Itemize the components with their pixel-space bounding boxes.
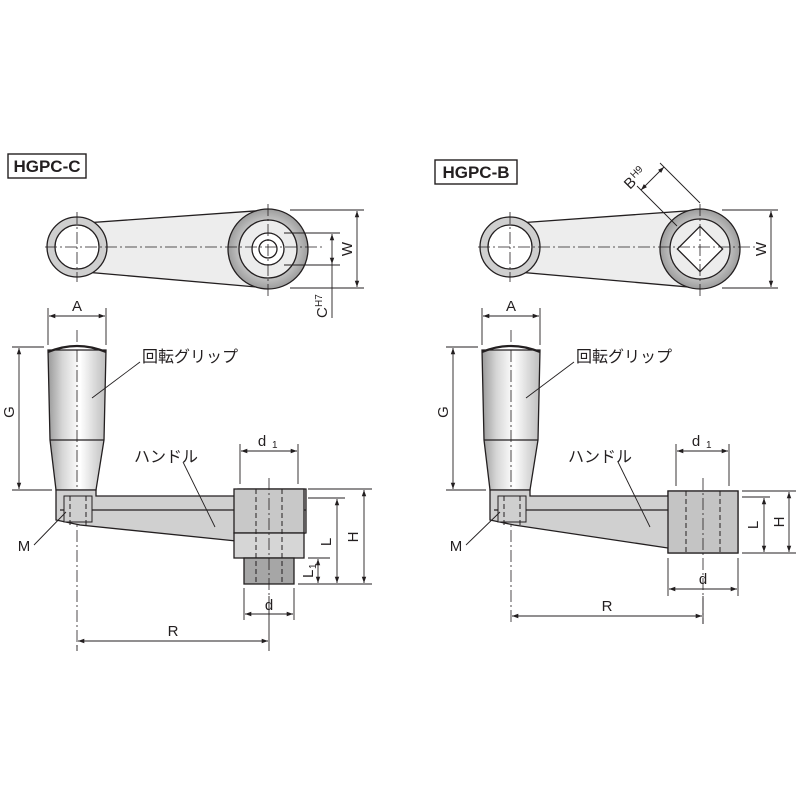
side-view: A G d 1 d L H (435, 298, 796, 624)
dim-l-label: L (745, 521, 762, 529)
grip-label: 回転グリップ (576, 347, 672, 366)
dim-m-leader (465, 511, 501, 546)
dim-d1-label: d (692, 433, 700, 450)
dim-c-tolerance: H7 (314, 294, 325, 307)
view-hgpc-b: HGPC-B B H9 W (434, 159, 796, 624)
dim-a-label: A (506, 298, 516, 315)
grip-leader (525, 361, 575, 399)
dim-b-line (640, 166, 665, 191)
dim-d1-label: d (258, 433, 266, 450)
view-hgpc-c: HGPC-C W C H7 (1, 153, 372, 651)
handle-label: ハンドル (134, 447, 198, 466)
dim-h-label: H (771, 517, 788, 528)
top-view: W C H7 (45, 204, 364, 318)
handle-leader (617, 461, 651, 528)
view-title: HGPC-C (13, 157, 80, 176)
title-box-hgpc-b: HGPC-B (434, 159, 518, 185)
dim-h-label: H (345, 532, 362, 543)
grip-leader (91, 361, 141, 399)
dim-m-label: M (18, 538, 31, 555)
dim-c-label-group: C H7 (314, 294, 331, 318)
dim-l1-label-group: L 1 (300, 563, 319, 578)
dim-d1-sub: 1 (272, 440, 278, 451)
dim-w-label: W (339, 241, 356, 256)
dim-r-label: R (168, 623, 179, 640)
view-title: HGPC-B (442, 163, 509, 182)
dim-m-label: M (450, 538, 463, 555)
grip-label: 回転グリップ (142, 347, 238, 366)
dim-d-label: d (699, 571, 707, 588)
dim-l1-sub: 1 (308, 563, 319, 569)
dim-a-label: A (72, 298, 82, 315)
dim-m-leader (33, 511, 67, 546)
dim-l-label: L (318, 538, 335, 546)
dim-l1-label: L (300, 570, 317, 578)
dim-r-label: R (602, 598, 613, 615)
dim-g-label: G (435, 406, 452, 418)
side-view: A G d 1 d L L (1, 298, 372, 651)
title-box-hgpc-c: HGPC-C (7, 153, 87, 179)
handle-leader (182, 461, 216, 528)
handle-label: ハンドル (568, 447, 632, 466)
dim-w-label: W (753, 241, 770, 256)
top-view: B H9 W (478, 162, 778, 296)
dim-d1-sub: 1 (706, 440, 712, 451)
dim-b-label-group: B H9 (621, 164, 646, 193)
dim-c-label: C (314, 307, 331, 318)
dim-g-label: G (1, 406, 18, 418)
